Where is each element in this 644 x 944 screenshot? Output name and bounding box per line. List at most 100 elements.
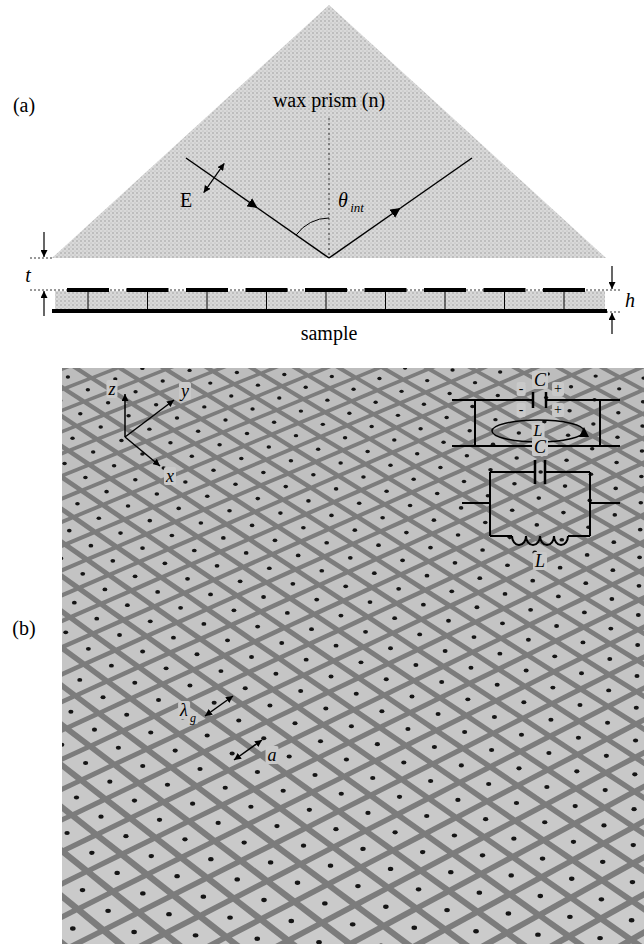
patch-tile — [434, 551, 477, 574]
via-hole — [631, 843, 636, 847]
prism-label: wax prism (n) — [273, 90, 385, 110]
via-hole — [558, 566, 563, 570]
patch-tile — [537, 585, 581, 609]
via-hole — [285, 611, 290, 615]
patch-tile — [546, 450, 587, 471]
patch-tile — [480, 611, 524, 636]
via-hole — [267, 566, 272, 570]
via-hole — [155, 590, 160, 594]
via-hole — [183, 480, 188, 484]
via-hole — [255, 625, 260, 629]
patch-tile — [265, 368, 304, 384]
via-hole — [193, 933, 199, 937]
via-hole — [236, 718, 241, 722]
via-hole — [140, 546, 145, 550]
patch-tile — [65, 467, 106, 488]
via-hole — [444, 908, 450, 912]
via-hole — [358, 660, 363, 664]
via-hole — [295, 881, 300, 885]
patch-tile — [128, 719, 174, 746]
via-hole — [324, 541, 329, 545]
patch-tile — [70, 534, 112, 557]
patch-tile — [177, 755, 224, 783]
via-hole — [212, 701, 217, 705]
patch-tile — [382, 382, 421, 401]
via-hole — [244, 551, 249, 555]
via-hole — [140, 891, 145, 895]
via-hole — [492, 715, 497, 719]
period-label: a — [266, 746, 279, 764]
via-hole — [593, 374, 597, 377]
patch-tile — [191, 690, 237, 716]
lc-circuit-symbol — [462, 460, 620, 545]
patch-tile — [373, 606, 417, 630]
patch-tile — [293, 464, 334, 485]
via-hole — [89, 851, 94, 855]
via-hole — [380, 516, 385, 520]
patch-tile — [136, 805, 184, 834]
patch-tile — [516, 514, 558, 536]
patch-tile — [166, 567, 209, 591]
via-hole — [635, 643, 640, 647]
via-hole — [314, 598, 319, 602]
via-hole — [225, 638, 230, 642]
patch-tile — [608, 867, 644, 898]
patch-tile — [415, 701, 461, 728]
via-hole — [483, 817, 488, 821]
patch-tile — [229, 644, 274, 669]
patch-tile — [555, 724, 602, 751]
wavelength-subscript: g — [188, 712, 198, 724]
via-hole — [292, 721, 297, 725]
via-hole — [641, 376, 644, 379]
patch-tile — [150, 432, 190, 453]
via-hole — [392, 830, 397, 834]
via-hole — [119, 439, 123, 442]
via-hole — [511, 837, 516, 841]
via-hole — [439, 680, 444, 684]
patch-tile — [260, 388, 299, 408]
patch-tile — [62, 562, 104, 585]
via-hole — [497, 652, 502, 656]
photo — [62, 368, 644, 944]
patch-tile — [319, 604, 363, 628]
patch-tile — [443, 471, 484, 492]
patch-tile — [97, 623, 141, 648]
via-hole — [357, 501, 362, 505]
patch-tile — [107, 495, 149, 517]
via-hole — [631, 807, 636, 811]
via-hole — [590, 447, 594, 451]
via-hole — [208, 381, 212, 384]
patch-tile — [73, 442, 113, 463]
via-hole — [123, 834, 128, 838]
via-hole — [267, 445, 271, 449]
patch-tile — [447, 446, 488, 467]
patch-tile — [189, 583, 233, 607]
via-hole — [221, 536, 226, 540]
patch-tile — [468, 736, 515, 764]
via-hole — [97, 516, 102, 520]
via-hole — [256, 383, 260, 386]
patch-tile — [338, 492, 380, 514]
patch-tile — [136, 580, 179, 604]
patch-tile — [236, 614, 280, 639]
via-hole — [473, 929, 479, 933]
patch-tile — [254, 529, 296, 552]
patch-tile — [601, 368, 640, 375]
patch-tile — [102, 822, 150, 852]
patch-tile — [253, 812, 301, 841]
patch-tile — [271, 572, 314, 596]
patch-array — [62, 368, 644, 944]
patch-tile — [247, 693, 293, 719]
patch-tile — [366, 854, 415, 885]
via-hole — [86, 647, 91, 651]
patch-tile — [239, 885, 289, 916]
patch-tile — [104, 702, 150, 729]
patch-tile — [371, 818, 420, 848]
via-hole — [299, 409, 303, 412]
patch-tile — [471, 704, 517, 731]
via-hole — [512, 482, 517, 486]
patch-tile — [161, 825, 209, 855]
via-hole — [80, 572, 85, 576]
patch-tile — [95, 734, 142, 762]
via-hole — [403, 368, 407, 370]
